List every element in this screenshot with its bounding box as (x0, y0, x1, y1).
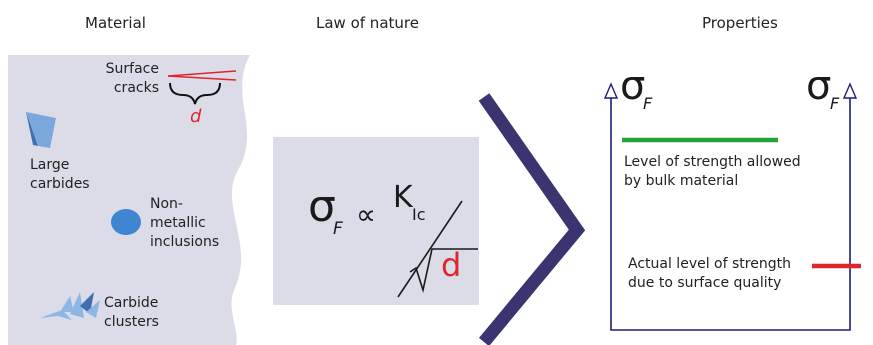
actual-strength-label: Actual level of strength due to surface … (628, 255, 791, 293)
chevron-arrow (484, 97, 577, 342)
left-axis-sigma-sub: F (643, 94, 652, 113)
inclusions-label: Non- metallic inclusions (150, 195, 219, 252)
formula-d: d (441, 247, 461, 283)
carbide-clusters-label: Carbide clusters (104, 294, 159, 332)
formula-k: K (393, 180, 413, 215)
left-axis-arrowhead (605, 84, 617, 98)
surface-cracks-label: Surface cracks (103, 60, 159, 98)
inclusion-shape (111, 209, 141, 235)
right-axis-sigma-sub: F (830, 94, 839, 113)
right-axis-arrowhead (844, 84, 856, 98)
formula-propto: ∝ (356, 198, 376, 231)
properties-frame (611, 96, 850, 330)
formula-sigma-sub: F (333, 219, 343, 239)
large-carbides-label: Large carbides (30, 156, 90, 194)
crack-depth-label: d (190, 106, 201, 127)
bulk-strength-label: Level of strength allowed by bulk materi… (624, 153, 801, 191)
formula-sigma: σ (308, 185, 336, 229)
right-axis-sigma: σ (806, 66, 831, 106)
formula-k-sub: Ic (412, 205, 426, 224)
left-axis-sigma: σ (620, 66, 645, 106)
